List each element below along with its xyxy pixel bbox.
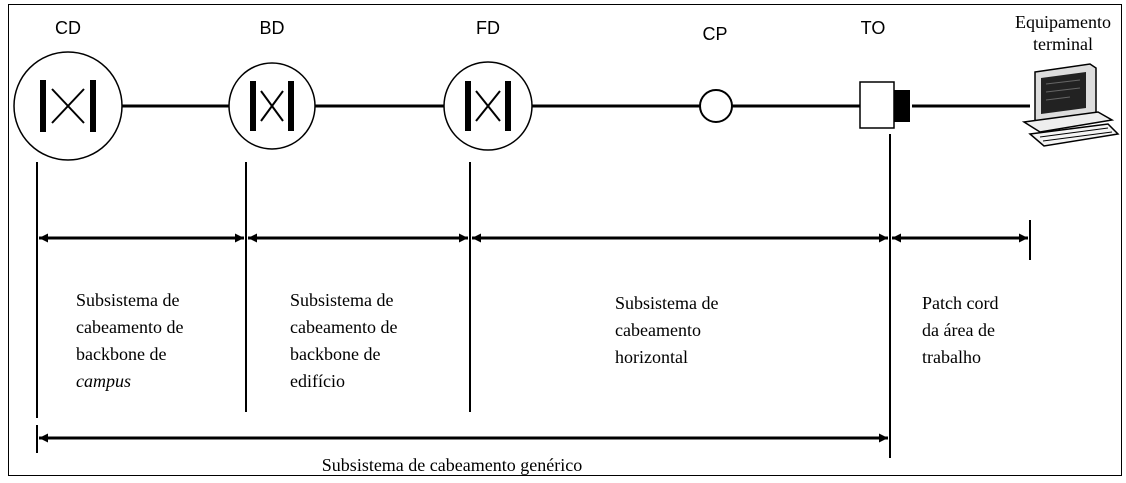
work-area-label-line2: da área de — [922, 320, 995, 340]
generic-subsystem-label: Subsistema de cabeamento genérico — [322, 455, 582, 475]
node-label-terminal-line2: terminal — [1033, 34, 1093, 54]
campus-label-line1: Subsistema de — [76, 290, 180, 310]
work-area-label-line3: trabalho — [922, 347, 981, 367]
node-label-to: TO — [861, 18, 886, 38]
horizontal-label-line2: cabeamento — [615, 320, 701, 340]
building-label-line4: edifício — [290, 371, 345, 391]
building-label-line3: backbone de — [290, 344, 380, 364]
telecom-outlet-icon — [859, 81, 910, 129]
campus-label-line4: campus — [76, 371, 131, 391]
node-label-cd: CD — [55, 18, 81, 38]
node-label-fd: FD — [476, 18, 500, 38]
work-area-segment-label: Patch cord da área de trabalho — [922, 293, 998, 367]
node-label-terminal-line1: Equipamento — [1015, 12, 1111, 32]
campus-distributor-icon — [13, 51, 123, 161]
building-segment-label: Subsistema de cabeamento de backbone de … — [290, 290, 397, 391]
building-distributor-icon — [228, 62, 316, 150]
horizontal-label-line1: Subsistema de — [615, 293, 719, 313]
campus-label-line2: cabeamento de — [76, 317, 183, 337]
work-area-label-line1: Patch cord — [922, 293, 998, 313]
node-label-bd: BD — [259, 18, 284, 38]
horizontal-segment-label: Subsistema de cabeamento horizontal — [615, 293, 719, 367]
floor-distributor-icon — [443, 61, 533, 151]
campus-segment-label: Subsistema de cabeamento de backbone de … — [76, 290, 183, 391]
node-label-cp: CP — [702, 24, 727, 44]
computer-icon — [1021, 63, 1120, 147]
campus-label-line3: backbone de — [76, 344, 166, 364]
building-label-line1: Subsistema de — [290, 290, 394, 310]
consolidation-point-icon — [699, 89, 733, 123]
building-label-line2: cabeamento de — [290, 317, 397, 337]
horizontal-label-line3: horizontal — [615, 347, 688, 367]
